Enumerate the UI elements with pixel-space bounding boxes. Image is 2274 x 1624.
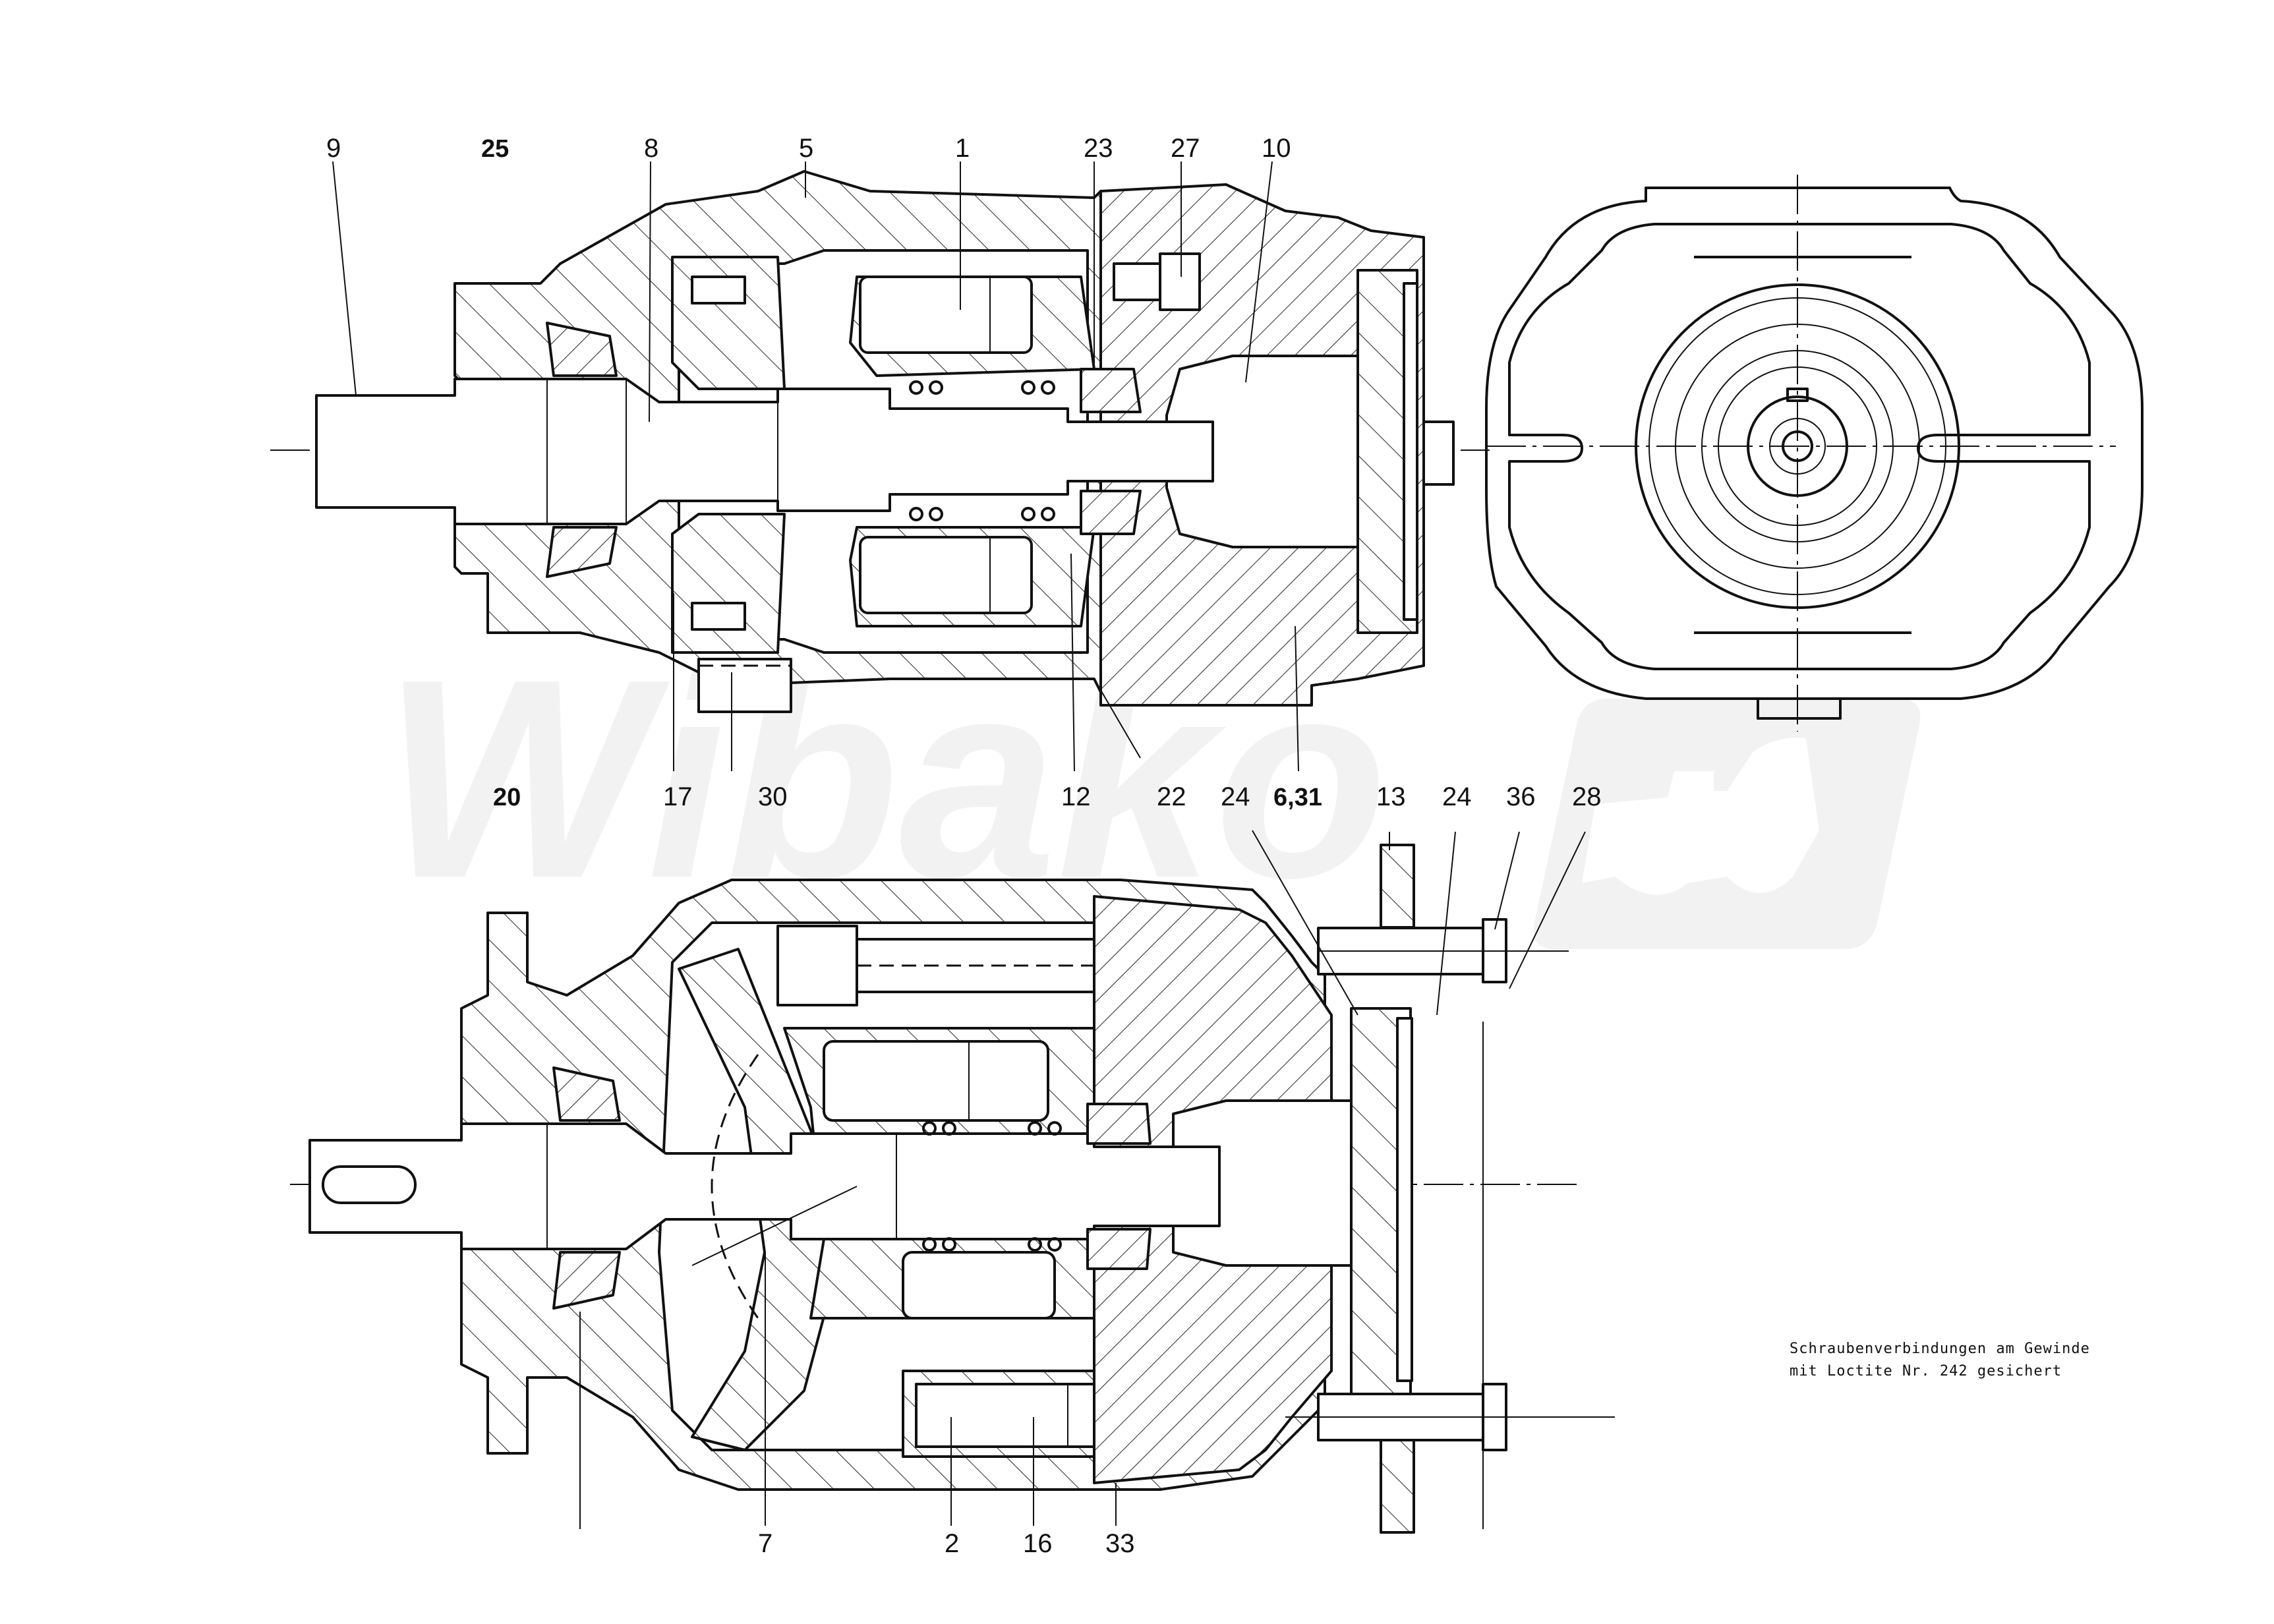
top-screw-lower: [691, 602, 746, 631]
bottom-flange-ear-top: [1380, 844, 1415, 929]
part-label: 20: [493, 784, 521, 811]
top-springs: [909, 380, 1055, 521]
part-label: 33: [1105, 1529, 1135, 1558]
part-label: 27: [1171, 134, 1200, 163]
part-label: 6,31: [1273, 784, 1322, 811]
top-bearing-left-upper: [546, 322, 618, 377]
bottom-bearing-left-upper: [552, 1066, 621, 1122]
bottom-piston-lower: [902, 1251, 1056, 1320]
bottom-swash-arc: [711, 1054, 759, 1319]
top-screw-upper: [691, 276, 746, 304]
top-shaft-stub: [1422, 420, 1455, 486]
note-line-1: Schraubenverbindungen am Gewinde: [1790, 1341, 2090, 1357]
bottom-section-view: [290, 844, 1615, 1534]
bottom-shaft-keyway: [322, 1165, 417, 1204]
leader-lines: [332, 161, 1586, 1529]
part-label: 5: [799, 134, 813, 163]
part-label: 7: [758, 1529, 773, 1558]
note-line-2: mit Loctite Nr. 242 gesichert: [1790, 1363, 2062, 1379]
bottom-flange-ear-bottom: [1380, 1432, 1415, 1534]
part-label: 30: [758, 782, 788, 811]
part-label: 25: [481, 135, 509, 163]
end-view-shaft-center: [1782, 430, 1813, 462]
top-piston-lower: [859, 536, 1033, 614]
top-piston-upper: [859, 276, 1033, 354]
end-view-outer-contour: [1485, 187, 2143, 700]
bottom-seal-ring: [1396, 1017, 1413, 1382]
top-port-foot: [697, 658, 792, 713]
assembly-note: Schraubenverbindungen am Gewinde mit Loc…: [1790, 1338, 2090, 1383]
part-label: 10: [1262, 134, 1291, 163]
part-label: 12: [1061, 782, 1091, 811]
part-label: 1: [955, 134, 970, 163]
top-plug-27-thread: [1113, 262, 1161, 301]
part-labels-bottom: 7 2 16 33: [758, 1529, 1135, 1558]
bottom-spring-seat-upper: [776, 925, 858, 1006]
bottom-springs: [922, 1121, 1062, 1252]
top-bearing-left-lower: [546, 526, 618, 578]
part-label: 36: [1506, 782, 1536, 811]
part-label: 13: [1376, 782, 1406, 811]
part-label: 17: [663, 782, 693, 811]
end-view-flange-ring: [1635, 283, 1960, 609]
bottom-drive-shaft: [308, 1122, 1221, 1250]
top-flange-plate: [1356, 269, 1418, 634]
part-label: 24: [1221, 782, 1250, 811]
part-label: 22: [1157, 782, 1186, 811]
bottom-bearing-left-lower: [552, 1251, 621, 1310]
part-label: 23: [1084, 134, 1113, 163]
top-section-view: [270, 170, 1490, 713]
end-view-shaft-bore: [1747, 395, 1848, 497]
end-view: [1485, 175, 2143, 732]
bottom-piston-upper: [823, 1040, 1049, 1122]
top-seal-ring: [1403, 282, 1418, 621]
part-labels-middle: 20 17 30 12 22 24 6,31 13 24 36 28: [493, 782, 1602, 811]
top-plug-27: [1159, 252, 1201, 311]
part-label: 2: [945, 1529, 959, 1558]
part-label: 9: [326, 134, 341, 163]
part-label: 8: [644, 134, 658, 163]
watermark-logo: [1533, 699, 1921, 949]
end-view-keyway: [1786, 388, 1809, 402]
top-swash-block-lower: [671, 513, 786, 654]
part-label: 24: [1442, 782, 1472, 811]
end-view-bottom-port: [1757, 697, 1842, 720]
top-bearing-right-lower: [1080, 490, 1142, 535]
part-labels-top: 9 25 8 5 1 23 27 10: [326, 134, 1291, 163]
top-bearing-right-upper: [1080, 368, 1142, 413]
bottom-bearing-right-lower: [1086, 1228, 1152, 1270]
part-label: 28: [1572, 782, 1602, 811]
bottom-bearing-right-upper: [1086, 1103, 1152, 1145]
part-label: 16: [1023, 1529, 1053, 1558]
end-view-inner-contour: [1508, 223, 2091, 670]
